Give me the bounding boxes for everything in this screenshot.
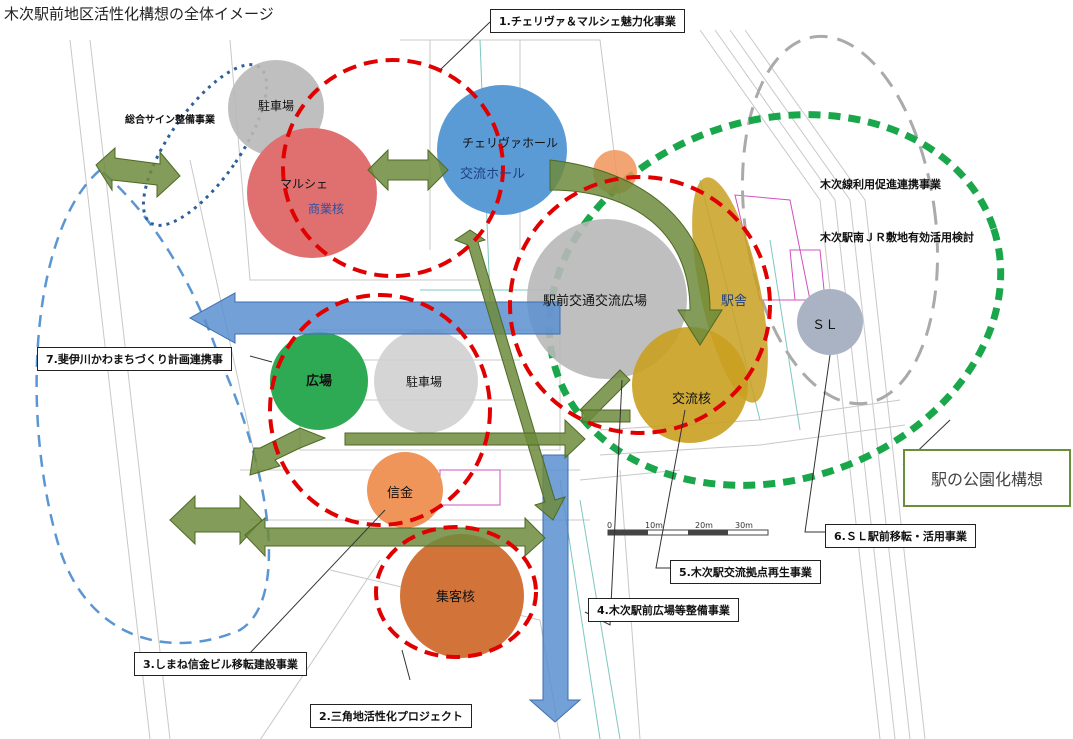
station-building-ellipse — [692, 177, 768, 403]
parking-mid-label: 駐車場 — [406, 375, 443, 389]
callout-1: 1.チェリヴァ＆マルシェ魅力化事業 — [490, 9, 685, 33]
exchange-hall-label: 交流ホール — [460, 167, 526, 182]
park-zone-outline — [545, 111, 1005, 489]
shinkin-circle — [367, 452, 443, 528]
commerce-core-label: 商業核 — [308, 202, 345, 216]
scale-bar — [607, 529, 769, 536]
callout-2: 2.三角地活性化プロジェクト — [310, 704, 472, 728]
park-concept-box: 駅の公園化構想 — [903, 449, 1071, 507]
sign-project-label: 総合サイン整備事業 — [125, 115, 215, 126]
scale-label-0: 0 — [607, 521, 612, 530]
marche-circle — [247, 128, 377, 258]
scale-label-30: 30m — [735, 521, 753, 530]
page-title: 木次駅前地区活性化構想の全体イメージ — [4, 5, 274, 23]
sl-circle — [797, 289, 863, 355]
station-plaza-circle — [527, 219, 687, 379]
green-arrows — [95, 146, 723, 558]
scale-label-10: 10m — [645, 521, 663, 530]
callout-3: 3.しまね信金ビル移転建設事業 — [134, 652, 307, 676]
base-map-lines — [69, 29, 926, 739]
callout-4: 4.木次駅前広場等整備事業 — [588, 598, 739, 622]
station-plaza-label: 駅前交通交流広場 — [543, 294, 648, 309]
callout-5: 5.木次駅交流拠点再生事業 — [670, 560, 821, 584]
marche-label: マルシェ — [280, 177, 329, 191]
kisuki-line-label: 木次線利用促進連携事業 — [820, 178, 941, 191]
jr-land-label: 木次駅南ＪＲ敷地有効活用検討 — [820, 231, 974, 244]
cheriva-hall-label: チェリヴァホール — [462, 136, 559, 150]
sl-label: ＳＬ — [812, 318, 839, 333]
attraction-core-circle — [400, 534, 524, 658]
parking-mid-circle — [374, 329, 478, 433]
plaza-label: 広場 — [306, 374, 333, 389]
shinkin-label: 信金 — [387, 486, 414, 501]
plaza-circle — [270, 332, 368, 430]
exchange-core-circle — [632, 327, 748, 443]
callout-7: 7.斐伊川かわまちづくり計画連携事 — [37, 347, 232, 371]
attraction-core-label: 集客核 — [436, 590, 476, 605]
callout-6: 6.ＳＬ駅前移転・活用事業 — [825, 524, 976, 548]
parking-top-label: 駐車場 — [258, 99, 295, 113]
scale-label-20: 20m — [695, 521, 713, 530]
exchange-core-label: 交流核 — [672, 392, 712, 407]
kawamachi-zone-outline — [35, 168, 271, 645]
station-building-label: 駅舎 — [721, 294, 748, 309]
red-dashed-circles — [268, 58, 772, 659]
blue-arrows — [188, 292, 582, 723]
